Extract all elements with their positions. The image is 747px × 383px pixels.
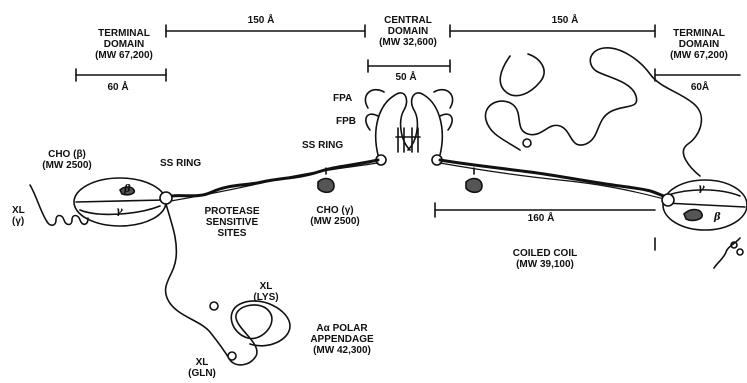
dimension-bar-150-left xyxy=(166,25,365,37)
greek-beta-right: β xyxy=(714,212,721,223)
dimension-bar-60-right xyxy=(655,69,740,81)
dimension-bar-160 xyxy=(435,203,655,250)
aa-polar-line1: Aα POLAR xyxy=(300,323,384,334)
ss-ring-center-label: SS RING xyxy=(302,140,343,151)
dimension-bar-50 xyxy=(368,60,450,72)
cho-beta-label: CHO (β) (MW 2500) xyxy=(32,149,102,171)
cho-gamma-label: CHO (γ) (MW 2500) xyxy=(300,205,370,227)
xl-lys-line2: (LYS) xyxy=(244,292,288,303)
terminal-domain-right-line2: DOMAIN xyxy=(654,39,744,50)
central-domain-label: CENTRAL DOMAIN (MW 32,600) xyxy=(368,15,448,48)
cho-gamma-blob-left xyxy=(318,179,334,193)
xl-gamma-label: XL (γ) xyxy=(12,205,25,227)
dimension-bar-60-left xyxy=(76,69,166,81)
central-domain-line1: CENTRAL xyxy=(368,15,448,26)
fpb-label: FPB xyxy=(336,116,356,127)
xl-gamma-line1: XL xyxy=(12,205,25,216)
greek-beta-left: β xyxy=(124,184,131,195)
greek-gamma-left: γ xyxy=(116,206,123,217)
central-domain xyxy=(365,90,452,165)
cho-gamma-line1: CHO (γ) xyxy=(300,205,370,216)
coiled-coil-label: COILED COIL (MW 39,100) xyxy=(500,248,590,270)
free-chain-right xyxy=(485,48,701,176)
terminal-domain-right-label: TERMINAL DOMAIN (MW 67,200) xyxy=(654,28,744,61)
terminal-domain-left-line3: (MW 67,200) xyxy=(84,50,164,61)
distance-50: 50 Å xyxy=(386,72,426,83)
coiled-coil-line2: (MW 39,100) xyxy=(500,259,590,270)
ss-ring-left-label: SS RING xyxy=(160,158,201,169)
terminal-domain-right-line1: TERMINAL xyxy=(654,28,744,39)
xl-lys-label: XL (LYS) xyxy=(244,281,288,303)
xl-gln-line2: (GLN) xyxy=(180,368,224,379)
xl-gln-line1: XL xyxy=(180,357,224,368)
cho-beta-line2: (MW 2500) xyxy=(32,160,102,171)
aa-polar-line3: (MW 42,300) xyxy=(300,345,384,356)
distance-160: 160 Å xyxy=(516,213,566,224)
cho-gamma-line2: (MW 2500) xyxy=(300,216,370,227)
distance-60-right: 60Å xyxy=(680,82,720,93)
distance-150-left: 150 Å xyxy=(236,15,286,26)
xl-gamma-line2: (γ) xyxy=(12,216,25,227)
aa-polar-line2: APPENDAGE xyxy=(300,334,384,345)
protease-line3: SITES xyxy=(192,228,272,239)
fpa-label: FPA xyxy=(333,93,352,104)
distance-60-left: 60 Å xyxy=(98,82,138,93)
terminal-domain-left-line1: TERMINAL xyxy=(84,28,164,39)
terminal-domain-left-label: TERMINAL DOMAIN (MW 67,200) xyxy=(84,28,164,61)
central-domain-line3: (MW 32,600) xyxy=(368,37,448,48)
cho-gamma-blob-right xyxy=(466,179,482,193)
protease-sites-label: PROTEASE SENSITIVE SITES xyxy=(192,206,272,239)
xl-lys-line1: XL xyxy=(244,281,288,292)
distance-150-right: 150 Å xyxy=(540,15,590,26)
greek-gamma-right: γ xyxy=(698,183,705,194)
aa-polar-label: Aα POLAR APPENDAGE (MW 42,300) xyxy=(300,323,384,356)
protease-line2: SENSITIVE xyxy=(192,217,272,228)
terminal-domain-right-line3: (MW 67,200) xyxy=(654,50,744,61)
coiled-coil-line1: COILED COIL xyxy=(500,248,590,259)
dimension-bar-150-right xyxy=(450,25,655,37)
cho-beta-line1: CHO (β) xyxy=(32,149,102,160)
terminal-domain-left-line2: DOMAIN xyxy=(84,39,164,50)
xl-gln-label: XL (GLN) xyxy=(180,357,224,379)
protease-line1: PROTEASE xyxy=(192,206,272,217)
central-domain-line2: DOMAIN xyxy=(368,26,448,37)
